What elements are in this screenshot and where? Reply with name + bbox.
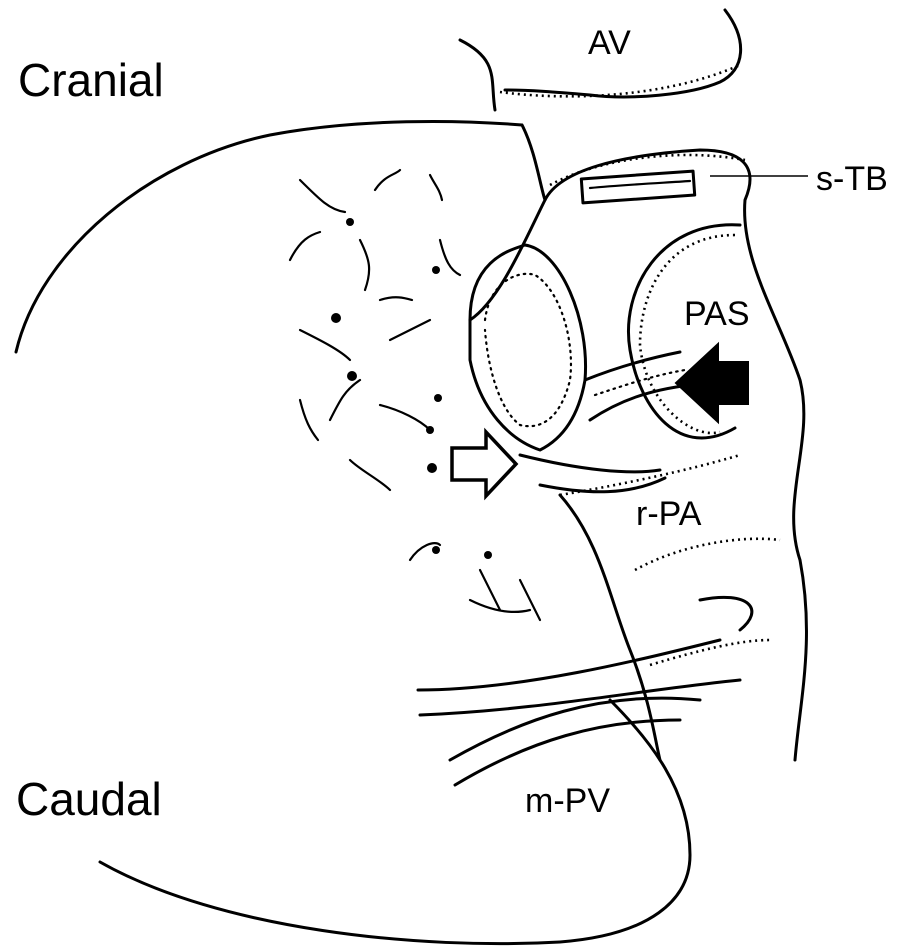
label-av: AV: [588, 24, 631, 62]
trachea-hatch-top: [550, 155, 745, 185]
open-arrow-icon: [452, 432, 516, 496]
label-r-pa: r-PA: [636, 495, 702, 533]
label-m-pv: m-PV: [525, 782, 610, 820]
s-tb-stump-line: [590, 181, 690, 188]
label-cranial: Cranial: [18, 54, 164, 106]
r-pa-hatch: [560, 455, 740, 495]
lung-outline: [16, 121, 545, 352]
solid-arrow-icon: [676, 344, 748, 422]
m-pv-vessel: [418, 640, 740, 785]
lung-lower-outline: [100, 700, 690, 944]
r-pa-vessel: [520, 455, 665, 492]
lung-texture: [290, 170, 540, 620]
pa-branch: [585, 352, 690, 420]
upper-lobe-vessel: [470, 245, 586, 450]
label-pas: PAS: [684, 295, 750, 333]
label-caudal: Caudal: [16, 773, 162, 825]
m-pv-branch: [700, 597, 752, 630]
label-s-tb: s-TB: [816, 160, 888, 198]
r-pa-hatch-2: [635, 539, 780, 570]
upper-lobe-vessel-dots: [485, 274, 571, 426]
lung-texture-dots: [331, 218, 492, 559]
